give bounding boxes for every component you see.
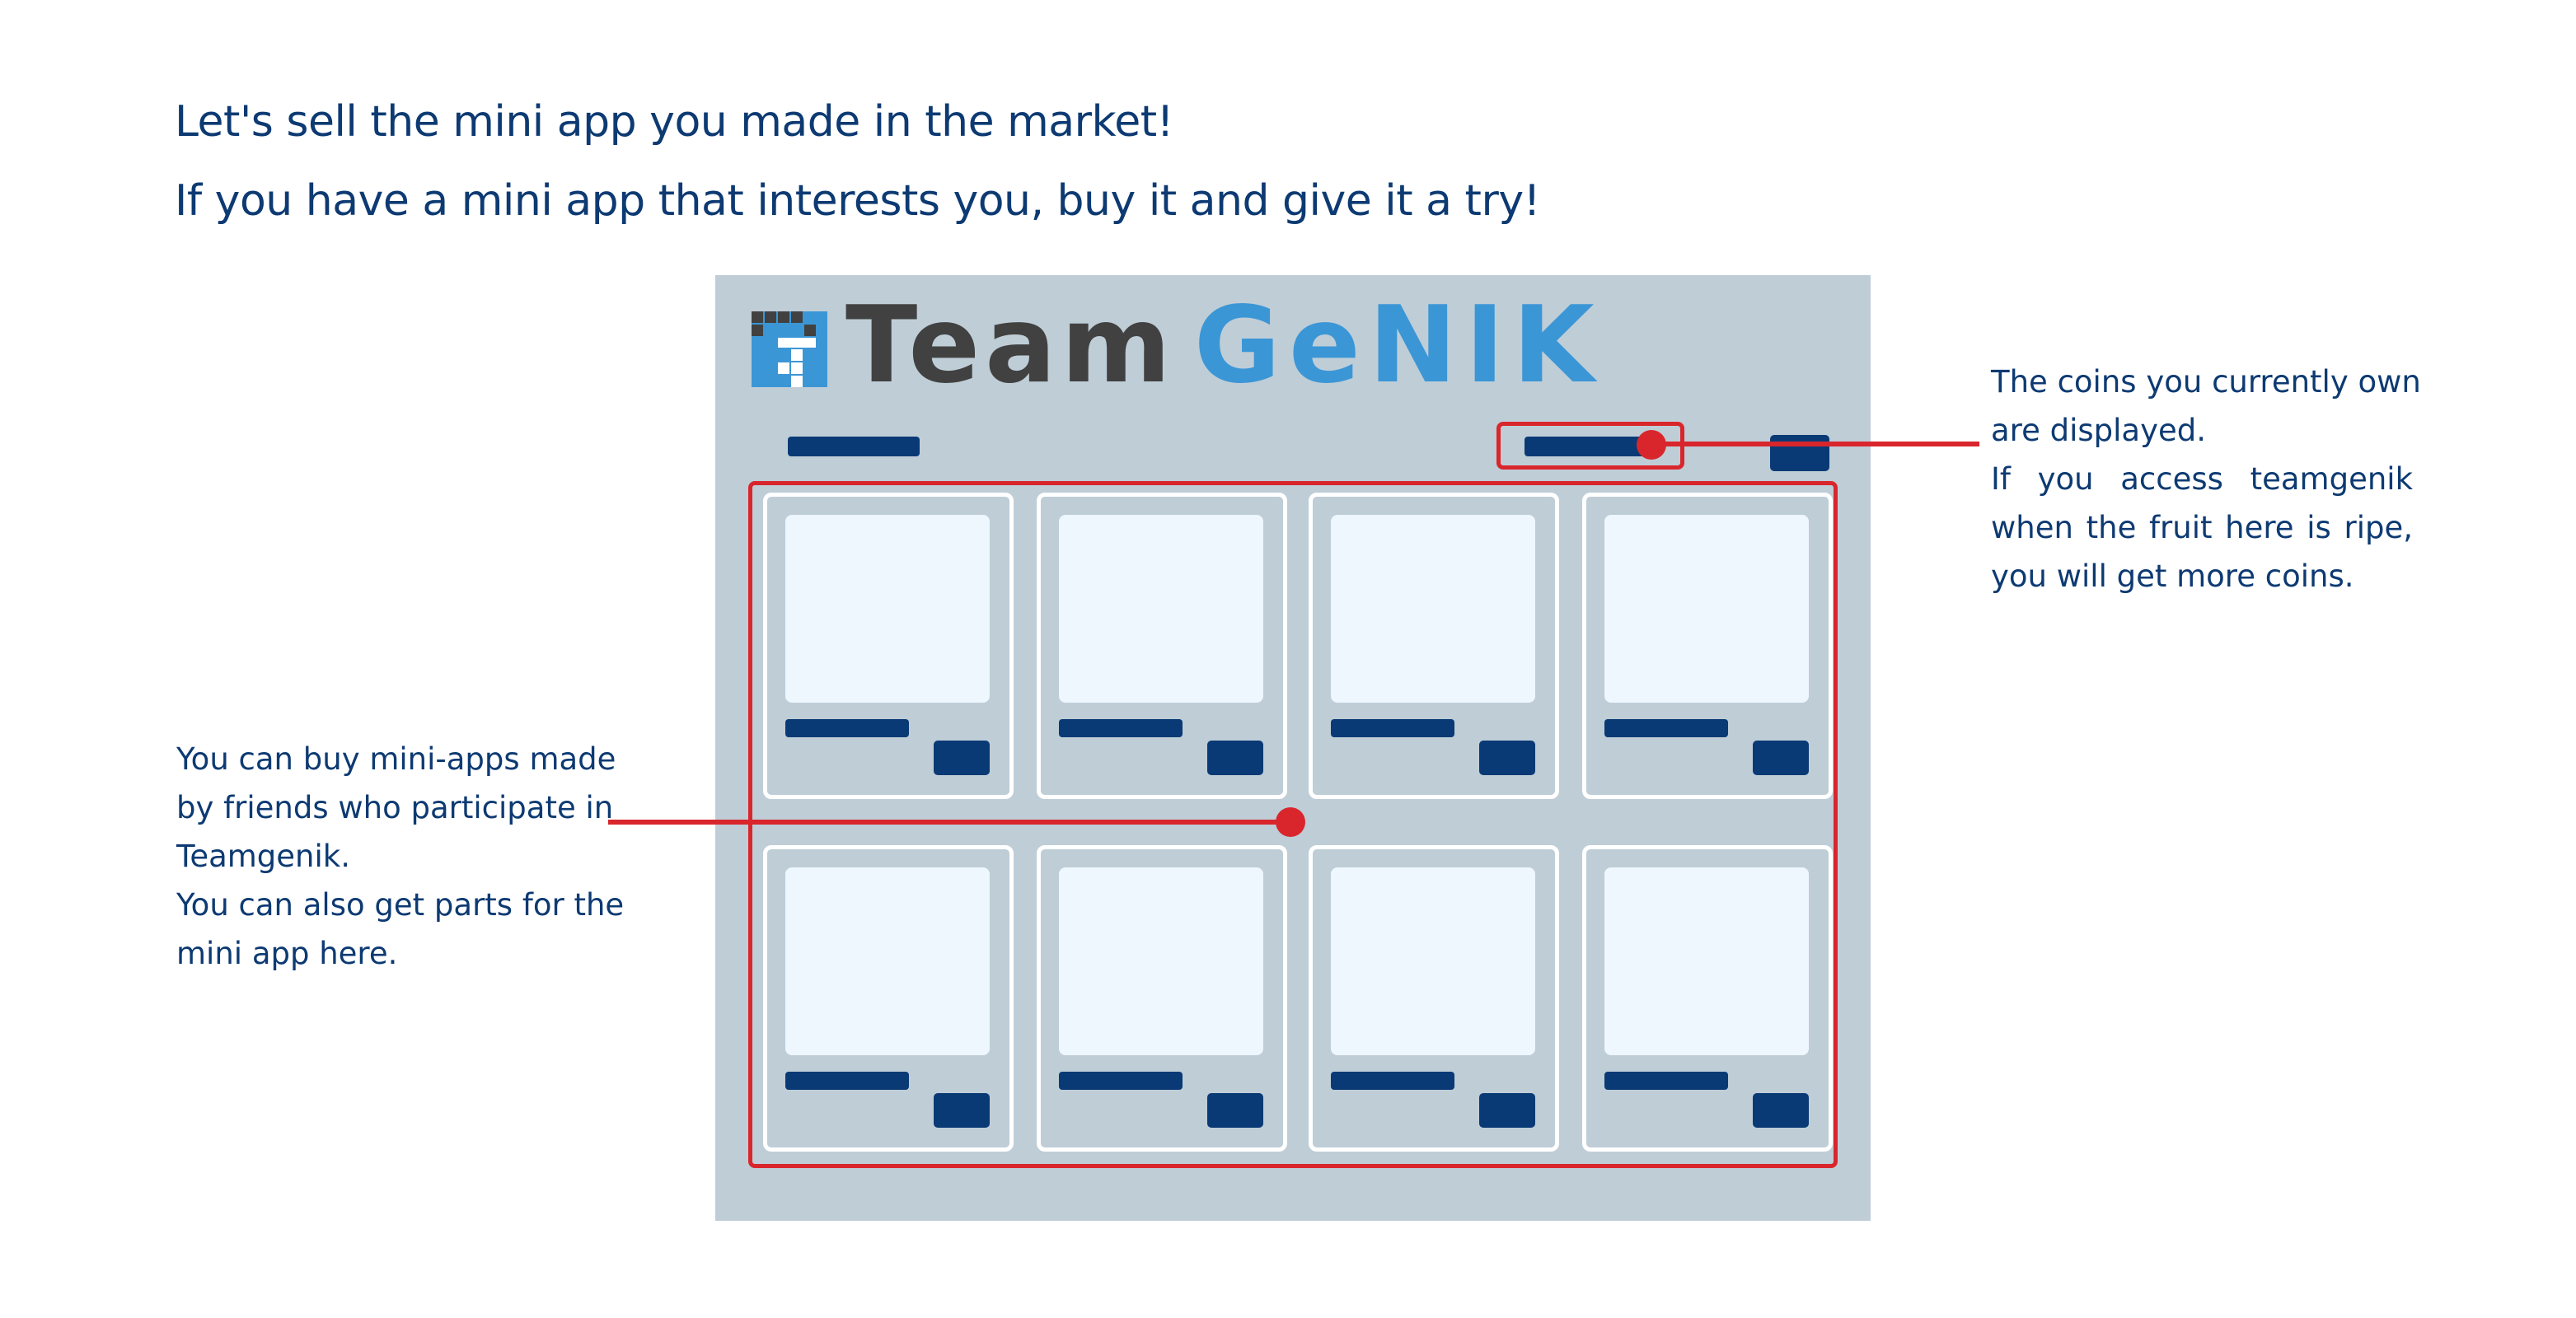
app-title-bar <box>785 719 909 737</box>
app-thumbnail <box>785 867 990 1055</box>
annotation-line: You can also get parts for the <box>176 887 625 923</box>
annotation-market-apps: You can buy mini-apps made by friends wh… <box>176 735 625 978</box>
app-title-bar <box>785 1072 909 1090</box>
app-thumbnail <box>1331 867 1535 1055</box>
market-nav-bar[interactable] <box>788 437 920 456</box>
app-thumbnail <box>1059 515 1263 703</box>
heading-line-1: Let's sell the mini app you made in the … <box>175 97 1173 147</box>
app-title-bar <box>1059 719 1183 737</box>
heading-line-2: If you have a mini app that interests yo… <box>175 176 1540 226</box>
app-card[interactable] <box>763 493 1014 799</box>
buy-button[interactable] <box>934 1093 990 1128</box>
annotation-line: Teamgenik. <box>176 839 350 874</box>
market-mockup: Team GeNIK <box>715 275 1871 1221</box>
app-card[interactable] <box>1309 493 1559 799</box>
app-thumbnail <box>1059 867 1263 1055</box>
app-card[interactable] <box>1037 493 1287 799</box>
logo-text-genik: GeNIK <box>1193 284 1603 407</box>
buy-button[interactable] <box>1207 1093 1263 1128</box>
annotation-line: by friends who participate in <box>176 790 614 825</box>
logo-text-team: Team <box>845 284 1176 407</box>
annotation-line: If you access teamgenik <box>1991 461 2413 497</box>
buy-button[interactable] <box>1479 741 1535 775</box>
app-card[interactable] <box>1037 845 1287 1152</box>
app-card[interactable] <box>763 845 1014 1152</box>
buy-button[interactable] <box>1753 1093 1809 1128</box>
coin-connector-line <box>1651 442 1979 446</box>
app-title-bar <box>1331 1072 1454 1090</box>
annotation-line: you will get more coins. <box>1991 559 2354 594</box>
app-title-bar <box>1059 1072 1183 1090</box>
annotation-line: mini app here. <box>176 936 398 971</box>
annotation-line: when the fruit here is ripe, <box>1991 510 2413 545</box>
buy-button[interactable] <box>1753 741 1809 775</box>
teamgenik-logo-icon <box>752 311 827 387</box>
annotation-line: are displayed. <box>1991 413 2206 448</box>
annotation-coins: The coins you currently own are displaye… <box>1991 358 2421 601</box>
app-title-bar <box>1604 1072 1728 1090</box>
app-thumbnail <box>1604 867 1809 1055</box>
app-card[interactable] <box>1582 493 1833 799</box>
app-card[interactable] <box>1309 845 1559 1152</box>
app-title-bar <box>1331 719 1454 737</box>
app-thumbnail <box>1331 515 1535 703</box>
app-thumbnail <box>785 515 990 703</box>
app-card[interactable] <box>1582 845 1833 1152</box>
buy-button[interactable] <box>1479 1093 1535 1128</box>
app-title-bar <box>1604 719 1728 737</box>
header-button[interactable] <box>1770 435 1829 471</box>
coin-display-bar <box>1525 437 1648 456</box>
annotation-line: You can buy mini-apps made <box>176 741 616 777</box>
buy-button[interactable] <box>934 741 990 775</box>
buy-button[interactable] <box>1207 741 1263 775</box>
app-grid-highlight-box <box>748 481 1838 1168</box>
grid-connector-line <box>608 820 1292 825</box>
annotation-line: The coins you currently own <box>1991 364 2421 400</box>
teamgenik-logo: Team GeNIK <box>752 284 1603 407</box>
app-thumbnail <box>1604 515 1809 703</box>
